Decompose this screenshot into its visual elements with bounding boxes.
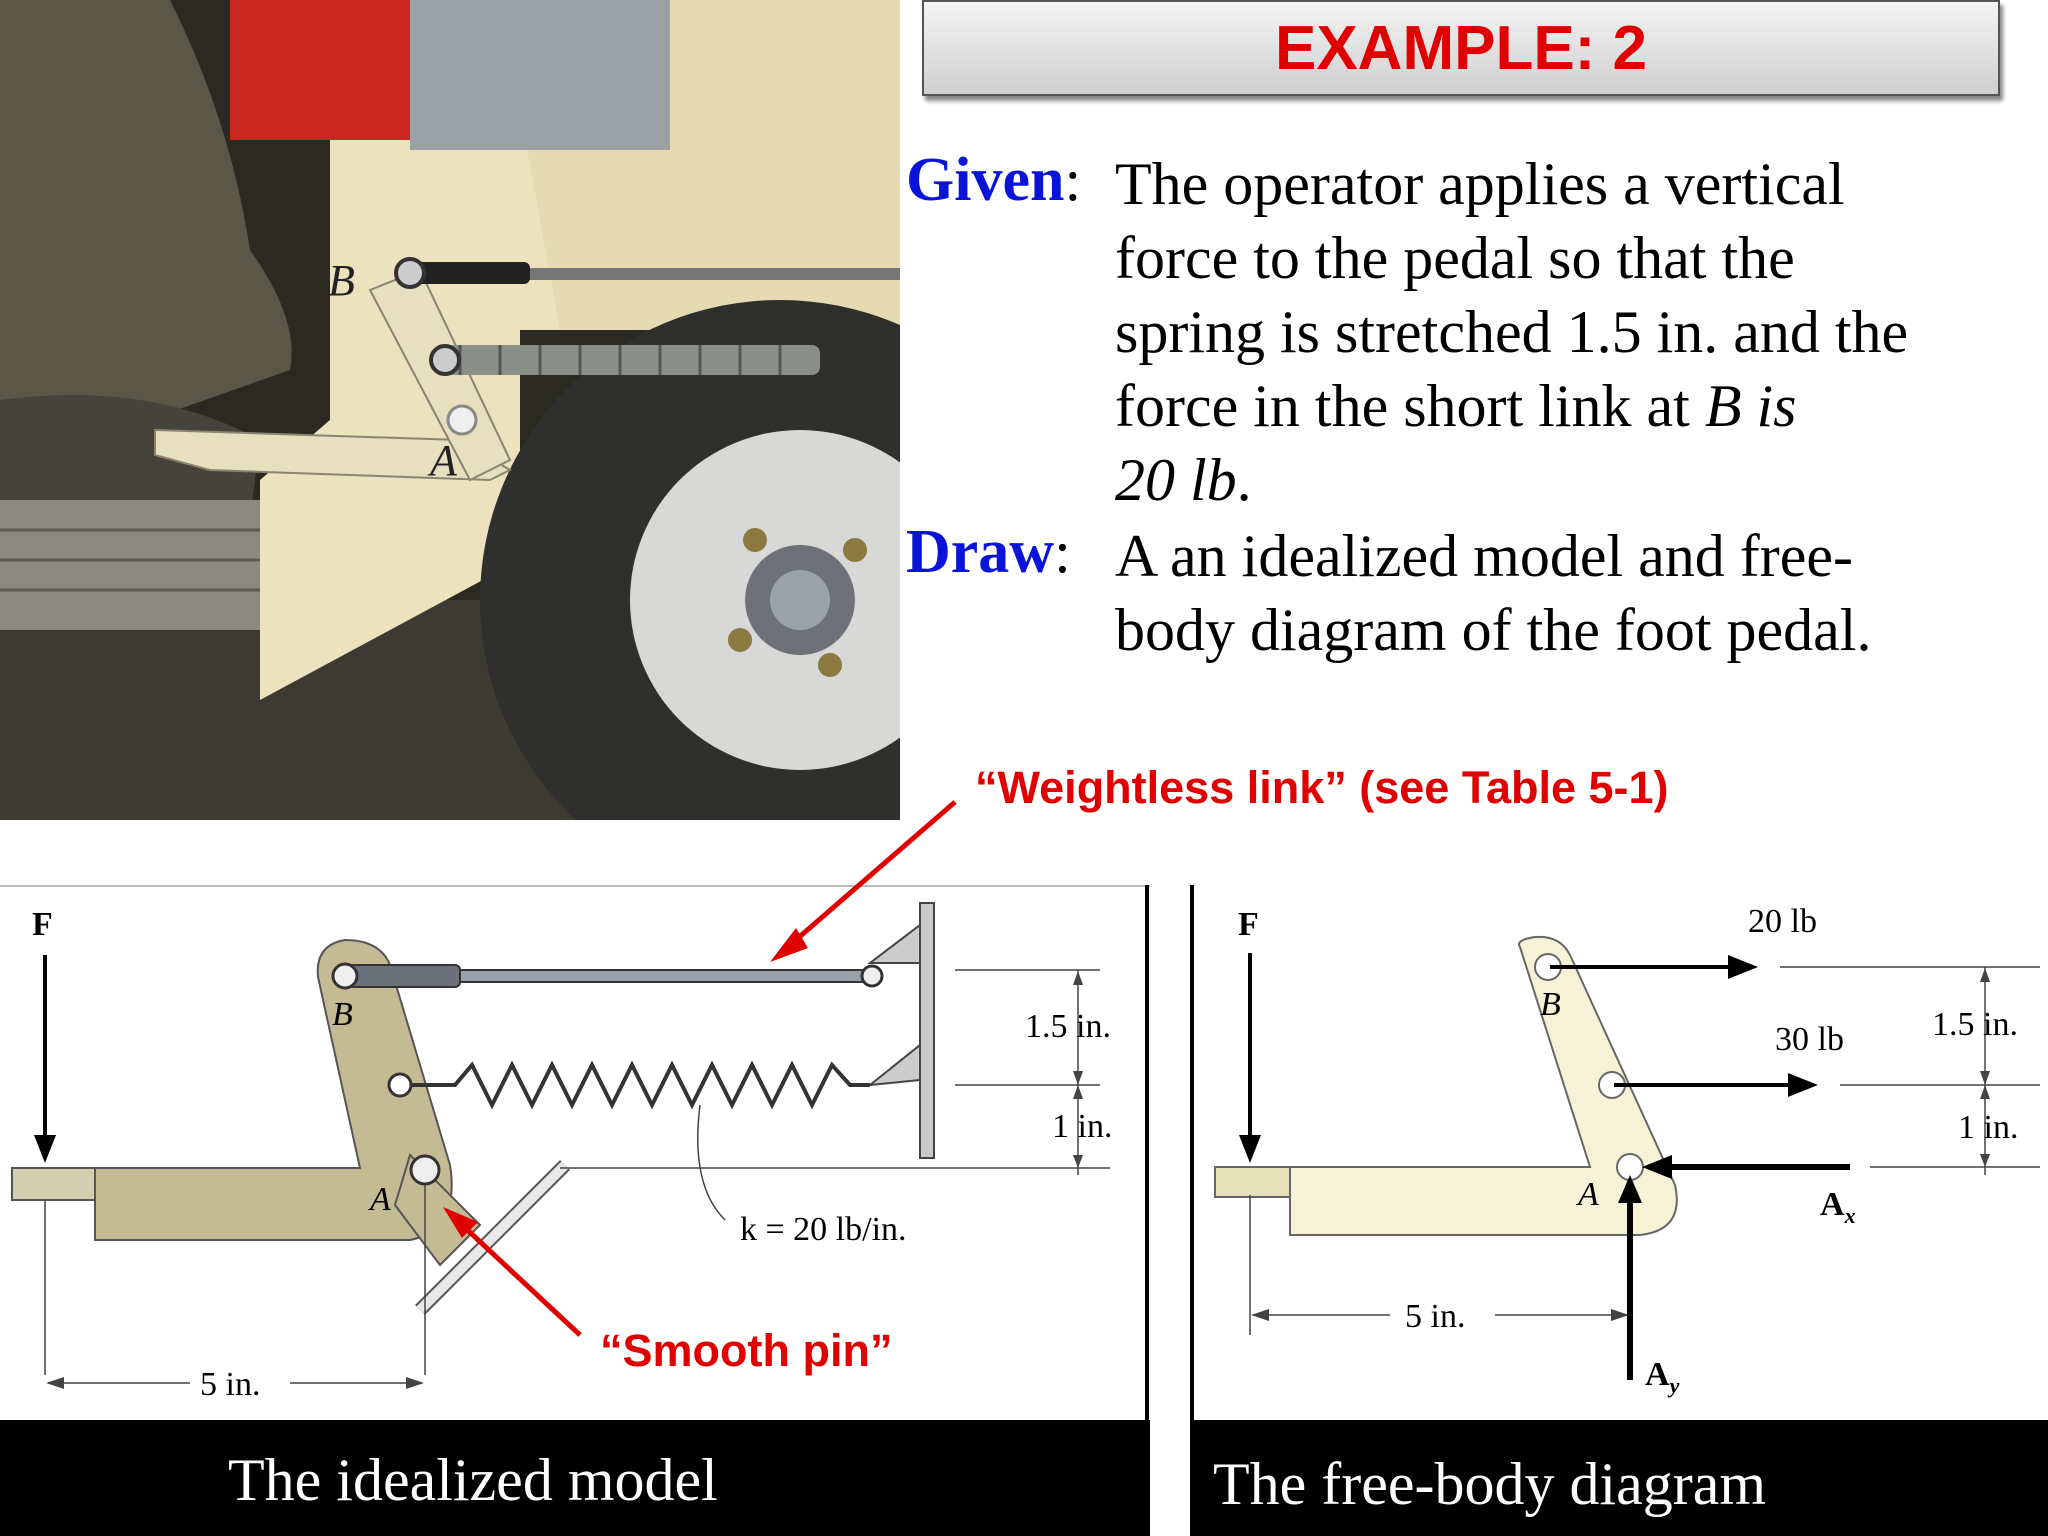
given-label: Given	[906, 146, 1065, 214]
fbd-dim-bottom: 1 in.	[1958, 1109, 2018, 1146]
page-title: EXAMPLE: 2	[1274, 13, 1648, 83]
fbd-label-a: A	[1576, 1176, 1599, 1213]
given-italic-b: B is	[1704, 373, 1797, 439]
fbd-dim-top: 1.5 in.	[1932, 1006, 2018, 1043]
given-section: Given:	[906, 146, 1082, 214]
draw-section: Draw:	[906, 518, 1071, 586]
fbd-caption-bar: The free-body diagram	[1190, 1420, 2048, 1536]
idealized-caption: The idealized model	[228, 1447, 718, 1513]
idealized-model-diagram: F B A 1.5 in. 1 in. k = 20 lb/in. 5 in.	[0, 885, 1150, 1420]
free-body-diagram: F B A 20 lb 30 lb Ax Ay 1.5 in. 1 in. 5 …	[1190, 885, 2048, 1420]
given-line-3: spring is stretched 1.5 in. and the	[1115, 299, 1909, 365]
ideal-dim-bottom: 1 in.	[1052, 1108, 1112, 1145]
given-line-5: 20 lb	[1115, 447, 1237, 513]
draw-line-2: body diagram of the foot pedal.	[1115, 597, 1872, 663]
given-line-1: The operator applies a vertical	[1115, 151, 1845, 217]
photo-label-b: B	[328, 256, 355, 305]
fbd-ax: Ax	[1820, 1186, 1856, 1228]
ideal-force-label: F	[32, 906, 53, 943]
ideal-pin-a	[409, 1154, 441, 1186]
draw-text: A an idealized model and free- body diag…	[1115, 519, 2045, 667]
fbd-ay: Ay	[1645, 1356, 1680, 1398]
given-line-2: force to the pedal so that the	[1115, 225, 1795, 291]
pedal-photo: B A	[0, 0, 900, 820]
ideal-dim-horizontal: 5 in.	[200, 1366, 260, 1403]
fbd-label-b: B	[1540, 986, 1561, 1023]
fbd-caption: The free-body diagram	[1213, 1451, 1767, 1517]
smooth-pin-note: “Smooth pin”	[600, 1325, 893, 1376]
photo-label-a: A	[427, 436, 458, 485]
ideal-dim-top: 1.5 in.	[1025, 1008, 1111, 1045]
ideal-label-a: A	[368, 1181, 391, 1218]
ideal-label-b: B	[332, 996, 353, 1033]
fbd-dim-horizontal: 5 in.	[1405, 1298, 1465, 1335]
ideal-spring-constant: k = 20 lb/in.	[740, 1211, 907, 1248]
ideal-spring	[410, 1060, 870, 1110]
idealized-caption-bar: The idealized model	[0, 1420, 1150, 1536]
draw-label: Draw	[906, 518, 1055, 586]
weightless-link-note: “Weightless link” (see Table 5-1)	[975, 762, 1669, 813]
fbd-force-b: 20 lb	[1748, 903, 1817, 940]
draw-line-1: A an idealized model and free-	[1115, 523, 1853, 589]
fbd-pedal	[1289, 935, 1678, 1236]
fbd-force-label: F	[1238, 906, 1259, 943]
fbd-force-spring: 30 lb	[1775, 1021, 1844, 1058]
given-line-4: force in the short link at	[1115, 373, 1705, 439]
title-banner: EXAMPLE: 2	[922, 0, 2000, 96]
given-text: The operator applies a vertical force to…	[1115, 147, 2045, 517]
